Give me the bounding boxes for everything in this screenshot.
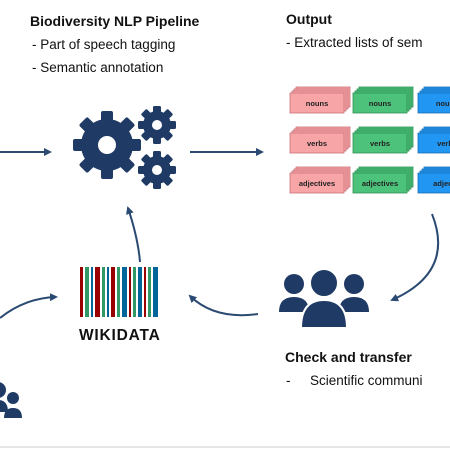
arrow-output-to-check [390,213,440,302]
pipeline-title: Biodiversity NLP Pipeline [30,13,200,29]
arrow-into-wikidata [0,293,58,319]
wikidata-bar [117,267,120,317]
wikidata-bar [148,267,151,317]
wikidata-bar [91,267,93,317]
wikidata-bar [111,267,115,317]
output-card-2-2: adjecti [417,166,450,194]
output-card-label: noun [436,99,450,108]
wikidata-bar [95,267,100,317]
wikidata-bar [107,267,109,317]
output-card-label: adjectives [299,179,335,188]
output-card-label: verbs [307,139,327,148]
check-title: Check and transfer [285,349,412,365]
check-item-dash: - [286,373,291,388]
wikidata-bar [133,267,136,317]
wikidata-bar [80,267,83,317]
wikidata-bar [129,267,131,317]
output-card-label: verb [437,139,450,148]
pipeline-item-pos: - Part of speech tagging [32,37,175,52]
output-card-label: adjecti [433,179,450,188]
people-group-icon [279,268,369,329]
output-card-grid: nouns nouns noun verbs verbs verb adjectives ad… [289,86,450,194]
output-card-0-2: noun [417,86,450,114]
wikidata-bar [138,267,142,317]
output-card-label: nouns [369,99,392,108]
arrow-check-to-wikidata [188,294,259,317]
output-card-0-1: nouns [352,86,414,114]
output-card-1-1: verbs [352,126,414,154]
output-title: Output [286,11,332,27]
wikidata-bar [85,267,89,317]
pipeline-item-semantic: - Semantic annotation [32,60,163,75]
check-item-communication: Scientific communi [310,373,423,388]
wikidata-bar [144,267,146,317]
output-card-label: nouns [306,99,329,108]
output-card-2-1: adjectives [352,166,414,194]
wikidata-barcode-icon [80,267,158,317]
gears-icon [73,106,176,189]
output-card-0-0: nouns [289,86,351,114]
wikidata-bar [153,267,158,317]
output-card-label: adjectives [362,179,398,188]
wikidata-bar [122,267,127,317]
output-card-1-0: verbs [289,126,351,154]
wikidata-logo-text: WIKIDATA [79,327,161,344]
output-card-1-2: verb [417,126,450,154]
arrow-wikidata-to-pipeline [126,206,141,263]
output-item-lists: - Extracted lists of sem [286,35,423,50]
output-card-2-0: adjectives [289,166,351,194]
people-icon-partial [0,382,22,418]
wikidata-bar [102,267,105,317]
output-card-label: verbs [370,139,390,148]
